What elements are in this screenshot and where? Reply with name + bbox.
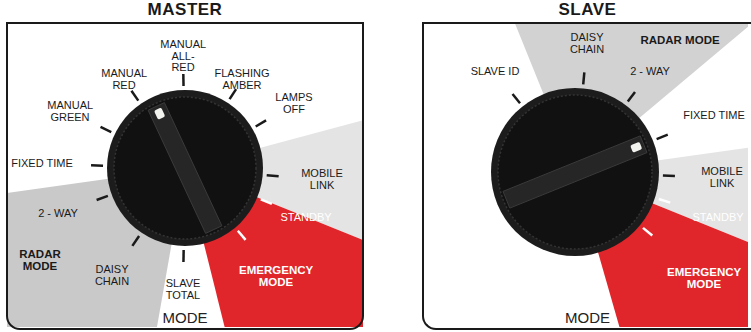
pointer-marker xyxy=(154,107,165,119)
tick-mark xyxy=(583,72,584,84)
mode-label: STANDBY xyxy=(280,212,331,224)
mode-label: LAMPS OFF xyxy=(275,92,312,115)
tick-mark xyxy=(628,92,635,102)
knob-grip xyxy=(114,97,256,239)
mode-label: STANDBY xyxy=(692,212,743,224)
tick-mark xyxy=(238,231,246,240)
tick-marks xyxy=(91,72,675,262)
tick-mark xyxy=(261,199,272,204)
tick-mark xyxy=(267,175,279,176)
knob-grip xyxy=(498,95,652,249)
mode-label: SLAVE TOTAL xyxy=(166,278,201,301)
tick-mark xyxy=(131,91,138,101)
pointer-marker xyxy=(630,142,642,153)
mode-label: EMERGENCY MODE xyxy=(239,264,313,288)
mode-label: RADAR MODE xyxy=(640,34,719,46)
knob-pointer xyxy=(503,136,647,208)
tick-mark xyxy=(97,196,108,200)
mode-label: MANUAL RED xyxy=(101,68,146,91)
panel-title: SLAVE xyxy=(424,0,751,20)
tick-mark xyxy=(659,199,670,203)
mode-label: MANUAL ALL-RED xyxy=(160,39,205,74)
dial-caption: MODE xyxy=(8,309,362,326)
mode-label: RADAR MODE xyxy=(19,248,61,272)
mode-label: EMERGENCY MODE xyxy=(667,266,741,290)
dial-caption: MODE xyxy=(424,309,751,326)
mode-sectors xyxy=(425,23,748,327)
tick-mark xyxy=(182,250,185,262)
mode-label: FIXED TIME xyxy=(11,158,73,170)
mode-label: SLAVE ID xyxy=(471,66,520,78)
tick-mark xyxy=(256,120,266,126)
mode-label: 2 - WAY xyxy=(38,208,78,220)
mode-sectors xyxy=(7,64,363,327)
tick-mark xyxy=(513,94,520,103)
mode-label: MOBILE LINK xyxy=(701,166,743,189)
tick-mark xyxy=(132,236,139,246)
tick-mark xyxy=(182,74,185,86)
tick-mark xyxy=(663,174,675,177)
mode-label: FIXED TIME xyxy=(683,110,745,122)
tick-mark xyxy=(100,127,111,132)
mode-label: MANUAL GREEN xyxy=(47,100,92,123)
panel-title: MASTER xyxy=(8,0,362,20)
mode-label: MOBILE LINK xyxy=(301,168,343,191)
mode-label: DAISY CHAIN xyxy=(95,264,129,287)
mode-label: 2 - WAY xyxy=(630,66,670,78)
rotary-knob xyxy=(107,88,659,256)
mode-label: DAISY CHAIN xyxy=(570,32,604,55)
tick-mark xyxy=(91,164,103,167)
tick-mark xyxy=(657,135,668,139)
mode-label: FLASHING AMBER xyxy=(214,68,269,91)
tick-mark xyxy=(643,228,652,236)
knob-body xyxy=(491,88,659,256)
knob-body xyxy=(107,90,263,246)
knob-pointer xyxy=(148,103,222,234)
